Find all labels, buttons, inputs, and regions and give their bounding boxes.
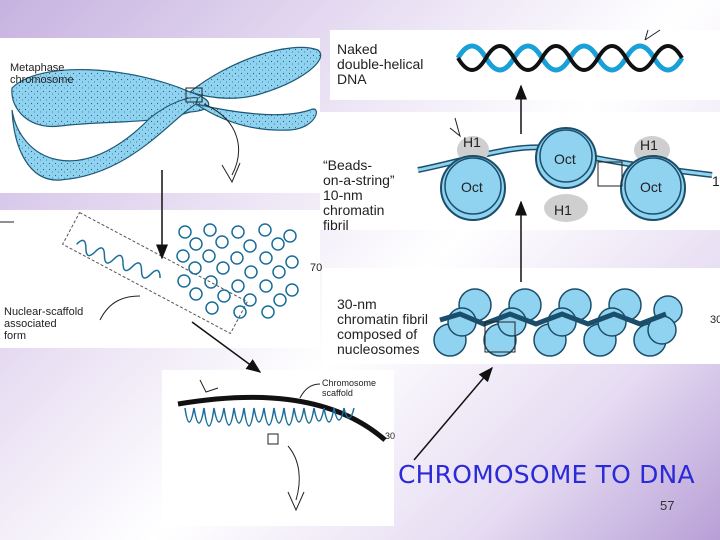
panel-nuclear-scaffold xyxy=(0,210,320,348)
label-oct-center: Oct xyxy=(554,151,576,167)
label-beads-on-a-string: “Beads- on-a-string” 10-nm chromatin fib… xyxy=(323,157,395,233)
label-h1-bottom: H1 xyxy=(554,202,572,218)
page-number: 57 xyxy=(660,498,675,513)
naked-dna-helix xyxy=(455,29,685,73)
slide-title: CHROMOSOME TO DNA xyxy=(398,460,695,489)
label-metaphase-chromosome: Metaphase chromosome xyxy=(10,62,74,86)
label-nuclear-scaffold: Nuclear-scaffold associated form xyxy=(4,306,84,342)
chromosome-scaffold-figure xyxy=(177,379,387,512)
label-h1-right: H1 xyxy=(640,137,658,153)
label-edge-30b: 30 xyxy=(385,431,396,441)
beads-figure xyxy=(417,117,713,222)
label-oct-left: Oct xyxy=(461,179,483,195)
flow-arrows xyxy=(156,84,527,461)
label-naked-dna: Naked double-helical DNA xyxy=(337,41,424,87)
label-h1-left: H1 xyxy=(463,134,481,150)
label-oct-right: Oct xyxy=(640,179,662,195)
nuclear-scaffold-figure xyxy=(0,211,299,335)
label-30nm-fibril: 30-nm chromatin fibril composed of nucle… xyxy=(337,296,429,357)
label-edge-70: 70 xyxy=(310,262,323,274)
metaphase-chromosome xyxy=(11,46,322,184)
label-edge-30a: 30 xyxy=(710,314,720,326)
label-edge-1: 1 xyxy=(712,173,720,189)
label-chromosome-scaffold: Chromosome scaffold xyxy=(322,378,377,398)
panel-chromosome-scaffold xyxy=(162,370,394,526)
fiber30-figure xyxy=(433,288,683,357)
